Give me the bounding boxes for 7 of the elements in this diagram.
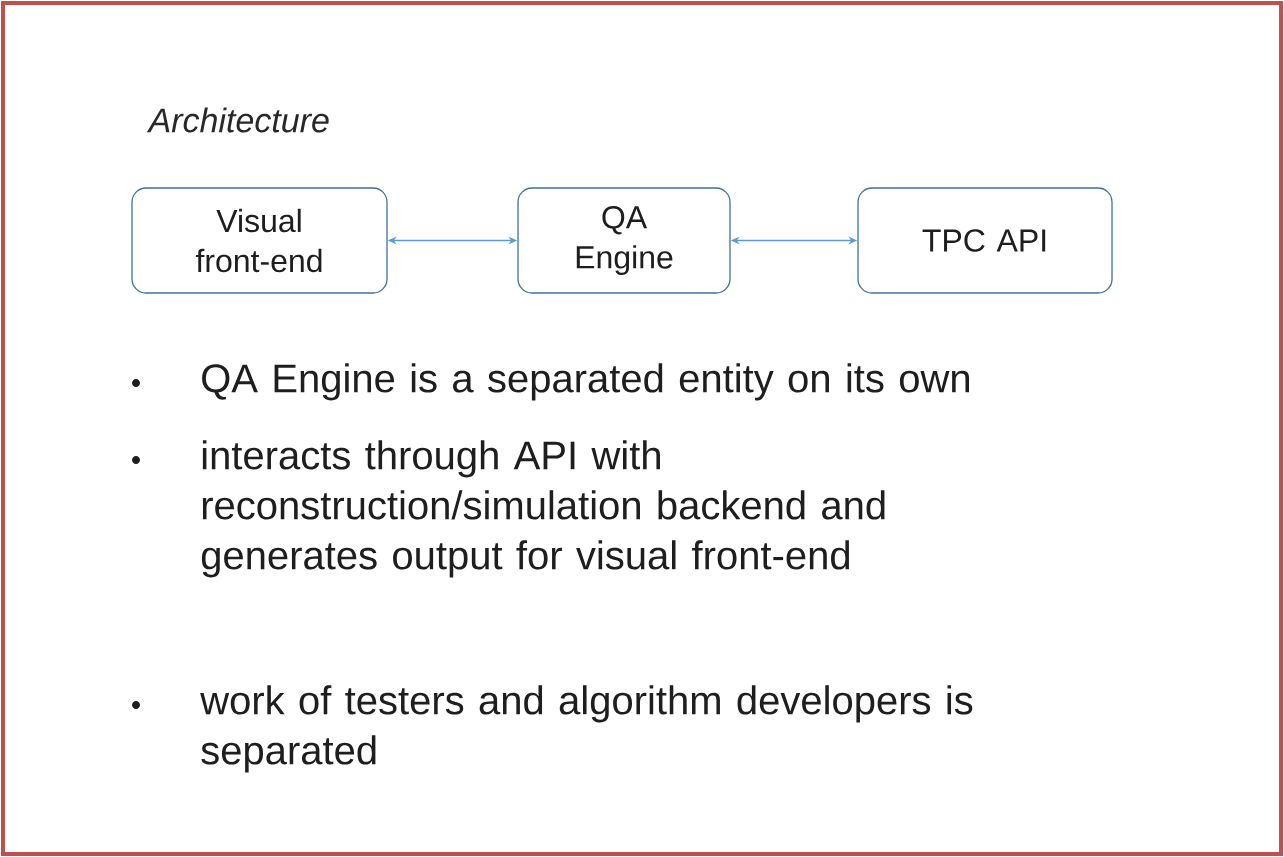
process-box: QA Engine — [517, 187, 731, 294]
title: Architecture — [146, 107, 329, 133]
bullet-text: interacts through API with reconstruction/simulation backend and generates output for visual front-end — [201, 440, 885, 578]
process-box: Visual front-end — [131, 187, 388, 294]
bullet-text: QA Engine is a separated entity on its own — [202, 363, 969, 401]
process-box: TPC API — [857, 187, 1113, 294]
bullet-text: work of testers and algorithm developers is separated — [200, 685, 973, 773]
